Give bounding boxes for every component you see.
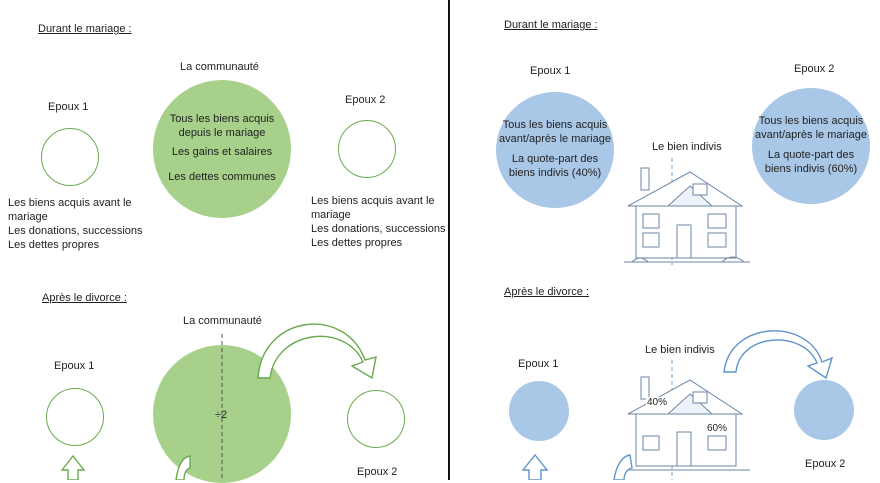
spouse1-item: Les dettes propres [8, 239, 100, 251]
spouse2-label-after: Epoux 2 [357, 466, 398, 478]
spouse1-circle-after [46, 388, 104, 446]
community-items: Tous les biens acquis depuis le mariage … [153, 112, 291, 184]
house-window-after [707, 435, 727, 451]
spouse2-item: Les dettes propres [311, 237, 403, 249]
spouse2-circle-after [347, 390, 405, 448]
right-spouse1-items: Tous les biens acquis avant/après le mar… [496, 118, 614, 180]
house-window [642, 213, 660, 229]
right-spouse2-item: Tous les biens acquis [758, 115, 864, 127]
spouse1-items: Les biens acquis avant le mariage Les do… [8, 196, 158, 252]
divide-label: ÷2 [215, 409, 228, 421]
house-window [707, 232, 727, 248]
spouse2-items: Les biens acquis avant le mariage Les do… [311, 194, 451, 250]
left-heading-after: Après le divorce : [42, 292, 127, 304]
share2-label: 60% [706, 423, 729, 434]
right-spouse2-item: biens indivis (60%) [764, 163, 858, 175]
community-item: Les dettes communes [168, 171, 276, 183]
house-gable-after [666, 393, 714, 415]
community-item: Les gains et salaires [171, 146, 273, 158]
spouse2-item: Les donations, successions [311, 223, 446, 235]
right-spouse2-label: Epoux 2 [794, 63, 835, 75]
spouse1-item: Les donations, successions [8, 225, 143, 237]
house-bushes [631, 256, 745, 263]
spouse1-item: mariage [8, 211, 48, 223]
spouse2-item: Les biens acquis avant le [311, 195, 435, 207]
spouse1-circle [41, 128, 99, 186]
right-heading-during: Durant le mariage : [504, 19, 598, 31]
right-spouse1-item: avant/après le mariage [499, 133, 611, 145]
house-icon-after [624, 360, 750, 480]
right-spouse2-circle-after [794, 380, 854, 440]
house-chimney [640, 167, 650, 191]
community-item: depuis le mariage [178, 127, 266, 139]
right-spouse1-item: biens indivis (40%) [508, 167, 602, 179]
right-spouse2-label-after: Epoux 2 [805, 458, 846, 470]
right-heading-after: Après le divorce : [504, 286, 589, 298]
right-spouse2-item: avant/après le mariage [755, 129, 867, 141]
right-spouse2-item: La quote-part des [767, 149, 855, 161]
indivis-label: Le bien indivis [652, 141, 722, 153]
right-spouse1-item: La quote-part des [511, 153, 599, 165]
house-door [676, 224, 692, 259]
house-attic-window [692, 183, 708, 196]
house-icon [624, 158, 750, 265]
panel-divider [448, 0, 450, 480]
spouse1-item: Les biens acquis avant le [8, 197, 132, 209]
right-spouse1-circle [496, 92, 614, 208]
arrow-up-right-spouse1-icon [521, 453, 549, 480]
spouse2-label: Epoux 2 [345, 94, 386, 106]
spouse1-label: Epoux 1 [48, 101, 89, 113]
right-spouse1-label-after: Epoux 1 [518, 358, 559, 370]
community-label-after: La communauté [183, 315, 262, 327]
indivis-label-after: Le bien indivis [645, 344, 715, 356]
community-label: La communauté [180, 61, 259, 73]
right-spouse1-label: Epoux 1 [530, 65, 571, 77]
house-attic-window-after [692, 391, 708, 404]
right-spouse2-circle [752, 88, 870, 204]
house-window-after [642, 435, 660, 451]
house-door-after [676, 431, 692, 467]
spouse1-label-after: Epoux 1 [54, 360, 95, 372]
left-heading-during: Durant le mariage : [38, 23, 132, 35]
community-item: Tous les biens acquis [169, 113, 275, 125]
arrow-from-house-icon [613, 454, 633, 480]
arrow-to-spouse2-icon [257, 323, 377, 380]
spouse2-item: mariage [311, 209, 351, 221]
house-window [707, 213, 727, 229]
arrow-to-right-spouse2-icon [723, 330, 834, 380]
house-gable [666, 185, 714, 207]
arrow-up-spouse1-icon [60, 454, 86, 480]
share1-label: 40% [646, 397, 669, 408]
right-spouse1-item: Tous les biens acquis [502, 119, 608, 131]
house-chimney-after [640, 376, 650, 400]
right-spouse1-circle-after [509, 381, 569, 441]
arrow-from-community-icon [175, 455, 191, 480]
house-window [642, 232, 660, 248]
right-spouse2-items: Tous les biens acquis avant/après le mar… [752, 114, 870, 176]
spouse2-circle [338, 120, 396, 178]
community-circle [153, 80, 291, 218]
